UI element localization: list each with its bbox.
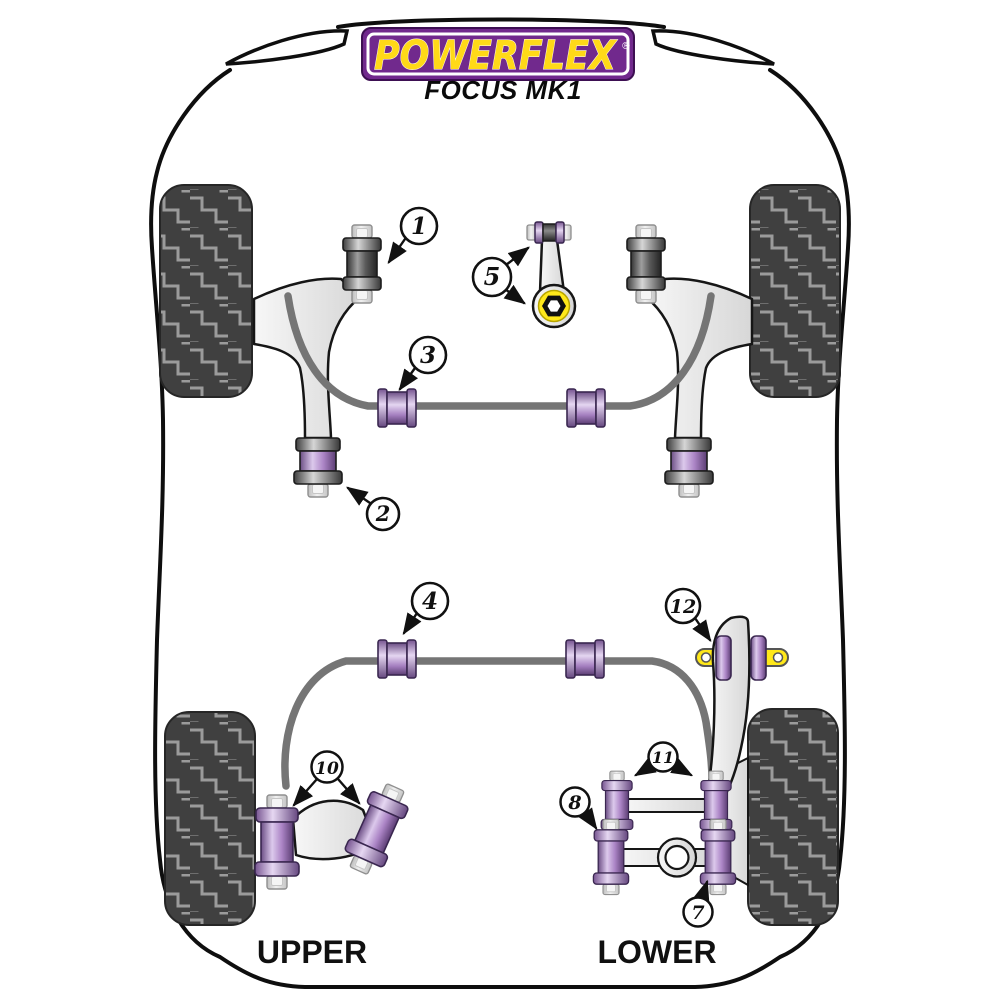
rear-lateral-arm-ring-hole	[664, 844, 690, 871]
engine-mount-small-bushing	[526, 221, 572, 244]
callout-10-circle	[310, 750, 344, 784]
callout-5-circle	[471, 256, 513, 298]
front-right-arm-rear-bushing	[665, 438, 713, 497]
front-right-control-arm	[644, 277, 754, 440]
callout-4: 4	[402, 581, 450, 636]
front-arb-bushing-left	[377, 388, 417, 428]
callout-3-number: 3	[420, 342, 436, 369]
callout-7-number: 7	[691, 902, 704, 924]
callout-1: 1	[387, 206, 439, 264]
callout-1-arrow	[387, 237, 407, 264]
callout-5: 5	[471, 246, 530, 305]
callout-3-circle	[408, 335, 448, 375]
rear-suspension	[255, 615, 789, 895]
callout-5-arrow-lower	[503, 284, 526, 305]
rear-lateral-arm-lower	[593, 819, 735, 894]
tire-rear-left	[164, 711, 256, 926]
rear-upper-arm-bushing-outer	[255, 795, 299, 889]
front-arb-bushing-right	[566, 388, 606, 428]
rear-arb-bushing-right	[565, 639, 605, 679]
trailing-arm-front-bushing-right	[750, 635, 767, 681]
tire-front-left	[159, 184, 253, 398]
rear-anti-roll-bar	[281, 657, 716, 790]
callout-1-circle	[399, 206, 439, 246]
callout-7-arrow	[693, 879, 710, 903]
callout-8-arrow	[578, 807, 598, 830]
bracket-hole-left	[700, 652, 712, 663]
callout-10-arrow-left	[292, 777, 319, 807]
callout-3: 3	[398, 335, 448, 391]
callouts: 1 2 3 4 5 7 8	[292, 206, 714, 928]
callout-7-circle	[682, 896, 714, 928]
callout-11-number: 11	[652, 748, 674, 767]
callout-4-number: 4	[422, 588, 438, 615]
rear-lateral-arm-upper-bar	[621, 798, 713, 813]
engine-mount-hex-hole	[547, 300, 561, 312]
callout-2: 2	[346, 486, 401, 532]
callout-12-arrow	[692, 616, 712, 642]
callout-11-arrow-right	[670, 758, 694, 777]
right-door-mirror-outline	[650, 29, 775, 66]
logo-text: POWERFLEX	[374, 33, 618, 79]
car-top-edge	[336, 17, 666, 29]
rear-arb-bushing-left	[377, 639, 417, 679]
callout-8: 8	[559, 786, 598, 830]
front-suspension	[252, 221, 754, 497]
callout-5-arrow-upper	[504, 246, 530, 267]
tire-rear-right	[747, 708, 839, 926]
callout-12-number: 12	[670, 596, 696, 618]
tire-front-right	[749, 184, 841, 398]
front-anti-roll-bar	[284, 292, 715, 410]
bracket-hole-right	[772, 652, 784, 663]
callout-5-number: 5	[484, 262, 501, 291]
lower-section-label: LOWER	[597, 934, 716, 970]
tires	[159, 184, 841, 926]
callout-8-circle	[559, 786, 591, 818]
callout-12: 12	[664, 587, 712, 642]
callout-2-circle	[365, 496, 401, 532]
callout-11-arrow-left	[633, 757, 657, 777]
callout-10-number: 10	[315, 759, 339, 779]
callout-7: 7	[682, 879, 714, 928]
trailing-arm-front-bushing-left	[715, 635, 732, 681]
rear-lateral-lower-bushing-inner	[593, 819, 628, 894]
callout-10: 10	[292, 750, 361, 807]
engine-mount-link	[526, 221, 577, 329]
logo-inner-border	[366, 32, 630, 76]
callout-2-arrow	[346, 486, 372, 506]
rear-lateral-arm-upper	[601, 771, 732, 839]
logo-background	[361, 27, 635, 81]
rear-upper-arm	[255, 779, 415, 889]
callout-4-arrow	[402, 611, 422, 636]
callout-2-number: 2	[375, 501, 391, 526]
callout-10-arrow-right	[336, 777, 361, 805]
left-door-mirror-outline	[225, 29, 350, 66]
callout-3-arrow	[398, 366, 418, 391]
callout-11: 11	[633, 741, 694, 777]
callout-1-number: 1	[411, 213, 427, 240]
callout-12-circle	[664, 587, 702, 625]
front-left-arm-rear-bushing	[294, 438, 342, 497]
registered-mark: ®	[621, 41, 631, 52]
powerflex-logo: POWERFLEX ® FOCUS MK1	[361, 27, 635, 105]
vehicle-model-text: FOCUS MK1	[424, 75, 582, 105]
callout-8-number: 8	[567, 792, 581, 814]
upper-section-label: UPPER	[257, 934, 367, 970]
callout-4-circle	[410, 581, 450, 621]
callout-11-circle	[647, 741, 679, 773]
